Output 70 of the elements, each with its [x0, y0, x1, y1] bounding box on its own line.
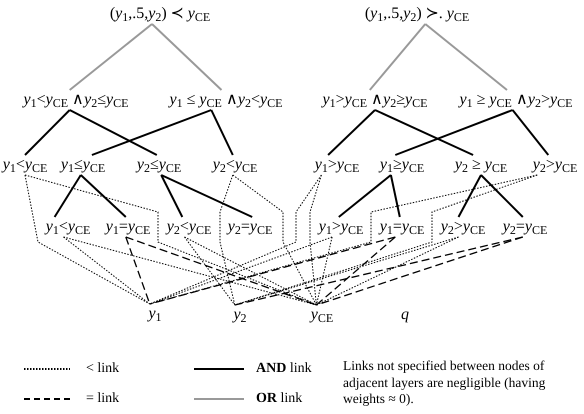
link-line	[54, 174, 82, 218]
condition-formula: y$_{1}$<y$_{CE}$	[2, 155, 48, 175]
link-line	[151, 23, 222, 91]
condition-formula: y$_{2}$<y$_{CE}$	[212, 155, 258, 175]
condition-formula: y$_{2}$ ≥ y$_{CE}$	[454, 155, 508, 175]
link-line	[394, 109, 513, 156]
condition-formula: y$_{1}$=y$_{CE}$	[106, 217, 150, 237]
link-line	[69, 23, 153, 91]
preference-formula: (y$_{1}$,.5,y$_{2}$) ≻. y$_{CE}$	[364, 4, 470, 24]
dotted-link-line	[316, 236, 333, 306]
link-line	[390, 174, 401, 218]
link-line	[512, 109, 550, 156]
condition-formula: y$_{1}$>y$_{CE}$ ∧y$_{2}$≥y$_{CE}$	[322, 90, 428, 110]
preference-formula: (y$_{1}$,.5,y$_{2}$) ≺ y$_{CE}$	[110, 4, 210, 24]
condition-formula: y$_{2}$<y$_{CE}$	[166, 217, 212, 237]
link-line	[480, 174, 524, 218]
link-line	[374, 109, 474, 156]
dotted-link-line	[232, 174, 317, 306]
dotted-link-line	[310, 174, 322, 306]
condition-formula: y$_{1}$=y$_{CE}$	[380, 217, 424, 237]
legend-label: = link	[86, 390, 120, 408]
legend-label: OR link	[256, 390, 302, 408]
dashed-link-line	[150, 236, 396, 305]
legend-label: < link	[86, 360, 120, 378]
condition-formula: y$_{1}$<y$_{CE}$ ∧y$_{2}$≤y$_{CE}$	[24, 90, 128, 110]
legend-label: AND link	[256, 360, 312, 378]
dashed-link-line	[234, 236, 523, 306]
link-line	[160, 174, 253, 218]
link-line	[369, 23, 426, 91]
dotted-link-line	[220, 174, 236, 306]
condition-formula: y$_{1}$≥y$_{CE}$	[380, 155, 424, 175]
dashed-link-line	[316, 236, 396, 306]
dashed-link-line	[316, 236, 523, 306]
dotted-link-line	[24, 174, 150, 304]
link-line	[458, 174, 482, 218]
dotted-link-line	[234, 236, 459, 306]
dotted-link-line	[24, 174, 317, 306]
link-line	[338, 174, 392, 218]
variable-symbol: y$_{CE}$	[310, 305, 334, 325]
link-line	[24, 109, 70, 156]
dashed-link-line	[126, 236, 317, 306]
condition-formula: y$_{1}$<y$_{CE}$	[46, 217, 90, 237]
condition-formula: y$_{1}$≤y$_{CE}$	[60, 155, 106, 175]
dotted-link-line	[184, 236, 236, 306]
dotted-link-line	[149, 174, 538, 304]
condition-formula: y$_{2}$≤y$_{CE}$	[136, 155, 182, 175]
link-line	[327, 109, 376, 156]
condition-formula: y$_{2}$=y$_{CE}$	[502, 217, 548, 237]
footnote-text: Links not specified between nodes of adjacent layers are negligible (having weights ≈ 0).	[343, 358, 546, 408]
link-line	[210, 110, 234, 156]
variable-symbol: y$_{1}$	[148, 304, 162, 324]
dotted-link-line	[316, 236, 459, 306]
condition-formula: y$_{2}$=y$_{CE}$	[228, 217, 272, 237]
condition-formula: y$_{2}$>y$_{CE}$	[532, 155, 578, 175]
condition-formula: y$_{2}$>y$_{CE}$	[440, 217, 486, 237]
condition-formula: y$_{1}$>y$_{CE}$	[314, 155, 360, 175]
dotted-link-line	[184, 236, 317, 306]
link-line	[80, 174, 126, 218]
condition-formula: y$_{1}$ ≤ y$_{CE}$ ∧y$_{2}$<y$_{CE}$	[170, 90, 282, 110]
link-line	[160, 174, 184, 218]
dotted-link-line	[63, 236, 317, 306]
dotted-link-line	[63, 236, 150, 304]
dotted-link-line	[149, 174, 322, 304]
condition-formula: y$_{1}$ ≥ y$_{CE}$ ∧y$_{2}$>y$_{CE}$	[460, 90, 572, 110]
condition-formula: y$_{1}$>y$_{CE}$	[318, 217, 364, 237]
link-line	[92, 109, 212, 156]
link-line	[69, 109, 158, 156]
variable-symbol: y$_{2}$	[233, 305, 247, 325]
link-line	[424, 23, 508, 91]
variable-symbol: q	[401, 305, 409, 325]
